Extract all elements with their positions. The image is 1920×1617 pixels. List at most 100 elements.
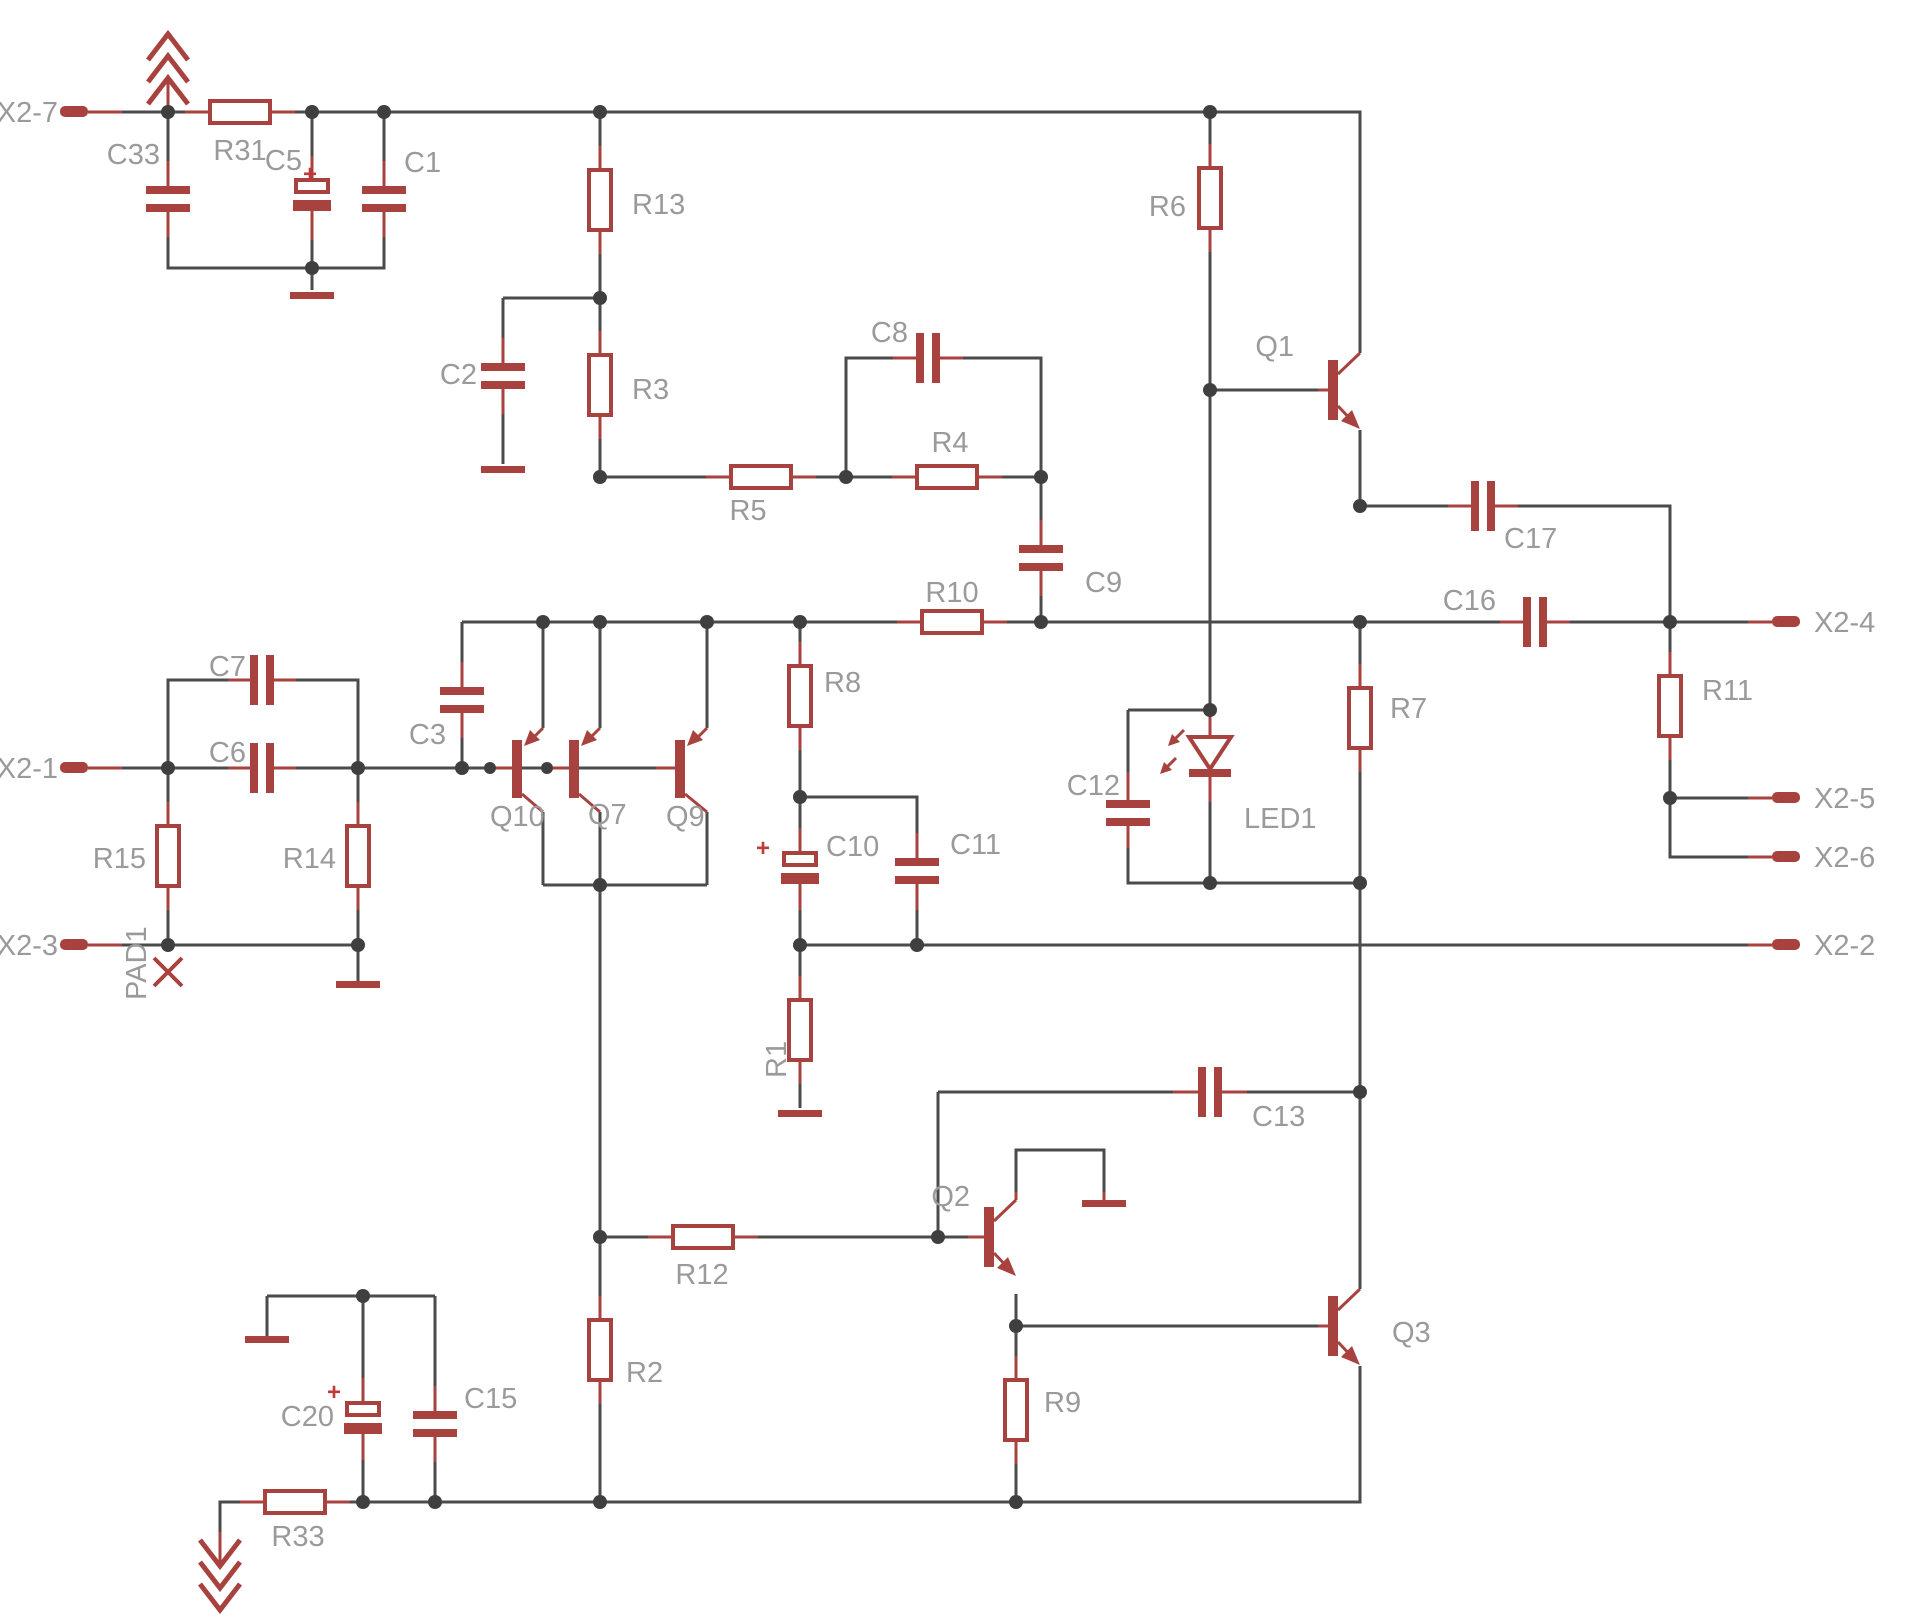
label-x2-6: X2-6: [1814, 842, 1875, 874]
capacitor-c16[interactable]: [1523, 597, 1547, 647]
label-c7: C7: [209, 651, 246, 683]
ground-icon: [290, 292, 334, 299]
resistor-r1[interactable]: [787, 998, 813, 1062]
wire-layer: [122, 106, 1748, 1532]
resistor-r9[interactable]: [1003, 1378, 1029, 1442]
resistor-r14[interactable]: [345, 824, 371, 888]
resistor-r31[interactable]: [208, 99, 272, 125]
label-q10: Q10: [490, 801, 545, 833]
pad-x2-4[interactable]: [1772, 616, 1800, 627]
label-c5: C5: [265, 145, 302, 177]
resistor-r6[interactable]: [1197, 166, 1223, 230]
capacitor-c10[interactable]: [781, 851, 819, 884]
led-emission-arrow-icon: [1160, 762, 1172, 774]
label-c12: C12: [1067, 770, 1120, 802]
resistor-r33[interactable]: [263, 1489, 327, 1515]
capacitor-c11[interactable]: [895, 858, 939, 884]
label-r2: R2: [626, 1357, 663, 1389]
transistor-q10[interactable]: [512, 726, 545, 814]
label-r5: R5: [729, 495, 766, 527]
label-c33: C33: [107, 139, 160, 171]
capacitor-c15[interactable]: [413, 1411, 457, 1437]
capacitor-c6[interactable]: [250, 743, 274, 793]
resistor-r5[interactable]: [729, 464, 793, 490]
label-x2-5: X2-5: [1814, 783, 1875, 815]
label-q9: Q9: [666, 801, 705, 833]
label-r10: R10: [925, 577, 978, 609]
label-c3: C3: [409, 719, 446, 751]
label-r6: R6: [1149, 191, 1186, 223]
transistor-q7[interactable]: [569, 726, 602, 814]
capacitor-c12[interactable]: [1106, 800, 1150, 826]
ground-icon: [778, 1110, 822, 1117]
label-r15: R15: [93, 843, 146, 875]
label-r13: R13: [632, 189, 685, 221]
label-r1: R1: [761, 1041, 793, 1078]
ground-icon: [1082, 1200, 1126, 1207]
transistor-q1[interactable]: [1328, 351, 1362, 429]
capacitor-c33[interactable]: [146, 186, 190, 212]
capacitor-c8[interactable]: [916, 333, 940, 383]
label-x2-3: X2-3: [0, 930, 58, 962]
label-r11: R11: [1702, 675, 1753, 707]
label-x2-2: X2-2: [1814, 930, 1875, 962]
resistor-r10[interactable]: [920, 609, 984, 635]
resistor-r13[interactable]: [587, 168, 613, 232]
connector-pads: [60, 106, 1800, 950]
led-emission-arrow-icon: [1168, 734, 1180, 746]
label-r4: R4: [931, 427, 968, 459]
label-c2: C2: [440, 359, 477, 391]
label-c6: C6: [209, 737, 246, 769]
resistor-r2[interactable]: [587, 1318, 613, 1382]
pad-x2-2[interactable]: [1772, 939, 1800, 950]
pad1-marker[interactable]: [152, 956, 184, 988]
label-c16: C16: [1443, 585, 1496, 617]
resistor-r4[interactable]: [915, 464, 979, 490]
label-c13: C13: [1252, 1101, 1305, 1133]
resistor-r11[interactable]: [1657, 674, 1683, 738]
c20-plus-sign: +: [327, 1379, 341, 1406]
pad-x2-1[interactable]: [60, 762, 88, 773]
capacitor-c9[interactable]: [1019, 545, 1063, 571]
label-pad1: PAD1: [121, 926, 153, 1000]
label-r7: R7: [1390, 693, 1427, 725]
capacitor-c7[interactable]: [250, 655, 274, 705]
capacitor-c3[interactable]: [440, 687, 484, 713]
pad-x2-6[interactable]: [1772, 851, 1800, 862]
label-c17: C17: [1504, 523, 1557, 555]
pad-x2-7[interactable]: [60, 106, 88, 117]
junction-dots: [161, 105, 1677, 1509]
power-arrow-up-icon[interactable]: [146, 29, 190, 106]
ground-icon: [336, 981, 380, 988]
transistor-q3[interactable]: [1328, 1287, 1362, 1365]
label-r8: R8: [824, 667, 861, 699]
led-led1[interactable]: [1160, 728, 1235, 777]
power-arrow-down-icon[interactable]: [198, 1538, 242, 1615]
pad-x2-3[interactable]: [60, 939, 88, 950]
label-q2: Q2: [931, 1181, 970, 1213]
label-r12: R12: [675, 1259, 728, 1291]
capacitor-c13[interactable]: [1198, 1067, 1222, 1117]
resistor-r7[interactable]: [1347, 686, 1373, 750]
label-c15: C15: [464, 1383, 517, 1415]
resistor-r3[interactable]: [587, 353, 613, 417]
capacitor-c17[interactable]: [1471, 481, 1495, 531]
resistor-r12[interactable]: [671, 1224, 735, 1250]
resistor-r8[interactable]: [787, 664, 813, 728]
label-q7: Q7: [588, 799, 627, 831]
capacitor-c2[interactable]: [481, 363, 525, 389]
capacitor-c5[interactable]: [293, 178, 331, 211]
transistor-q2[interactable]: [984, 1192, 1106, 1276]
label-c11: C11: [950, 829, 1001, 861]
label-c1: C1: [404, 147, 441, 179]
component-leads: [88, 80, 1772, 1562]
c10-plus-sign: +: [756, 835, 770, 862]
label-r14: R14: [283, 843, 336, 875]
resistor-r15[interactable]: [155, 824, 181, 888]
pad-x2-5[interactable]: [1772, 792, 1800, 803]
transistor-q9[interactable]: [675, 726, 709, 814]
labels: X2-7 C33 R31 C5 + C1 R13 C2 R3 C8 R5 R4 …: [0, 97, 1875, 1553]
capacitor-c1[interactable]: [362, 186, 406, 212]
capacitor-c20[interactable]: [344, 1401, 382, 1434]
